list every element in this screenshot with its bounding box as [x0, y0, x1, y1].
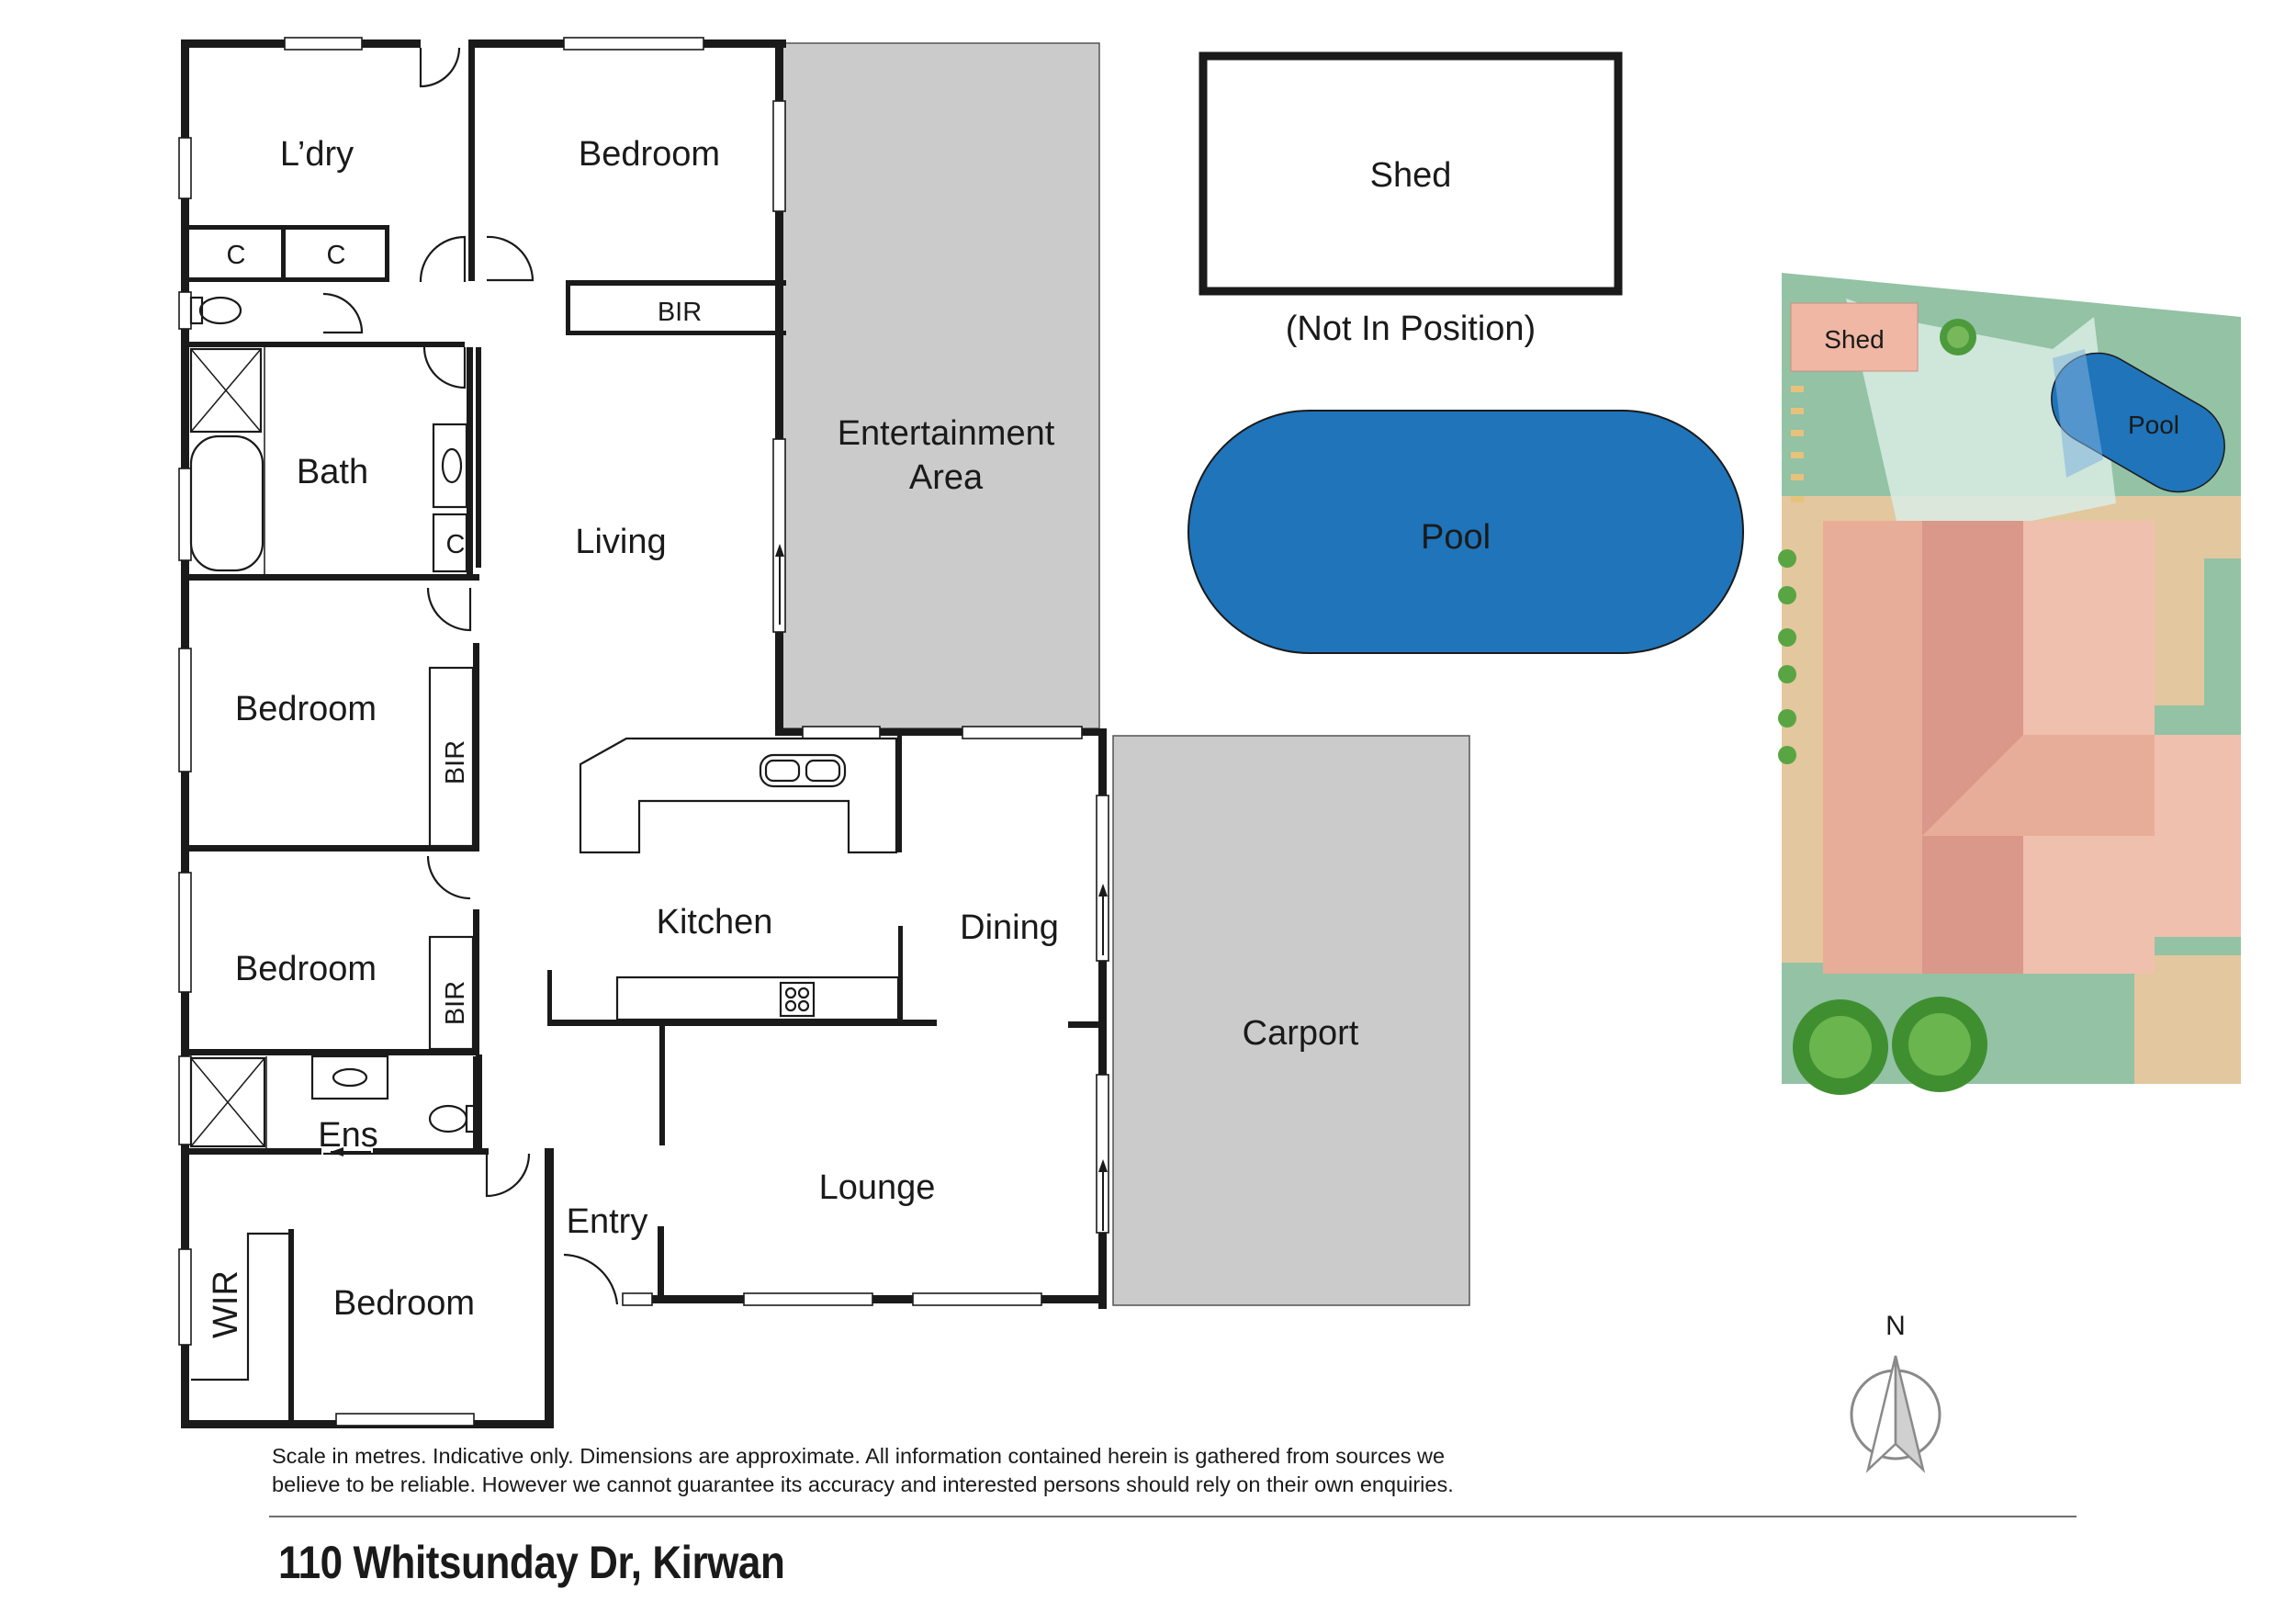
toilet-icon: [198, 296, 242, 325]
bathtub-icon: [189, 434, 264, 572]
label-cupboard: C: [446, 530, 466, 559]
label-bir: BIR: [658, 298, 702, 327]
disclaimer-line: believe to be reliable. However we canno…: [272, 1472, 1454, 1496]
door-swings: [322, 47, 619, 1305]
label-bedroom: Bedroom: [579, 135, 720, 174]
compass-icon: N: [1850, 1311, 1941, 1473]
label-bedroom: Bedroom: [235, 690, 377, 728]
label-wir: WIR: [207, 1270, 245, 1338]
label-entertainment-area: Area: [909, 458, 984, 497]
label-pool: Pool: [1421, 518, 1491, 557]
label-bir: BIR: [441, 981, 470, 1025]
cooktop-icon: [779, 981, 816, 1018]
site-plan: Shed Pool: [1778, 273, 2241, 1095]
label-bedroom: Bedroom: [235, 950, 377, 988]
label-ensuite: Ens: [318, 1116, 377, 1155]
property-address: 110 Whitsunday Dr, Kirwan: [278, 1537, 785, 1588]
label-shed: Shed: [1370, 156, 1452, 195]
compass-north-label: N: [1885, 1311, 1906, 1341]
label-bir: BIR: [441, 740, 470, 784]
label-bath: Bath: [297, 453, 368, 491]
label-living: Living: [575, 523, 666, 561]
basin-icon: [332, 1067, 368, 1088]
label-cupboard: C: [227, 241, 246, 270]
label-site-pool: Pool: [2128, 411, 2179, 439]
label-site-shed: Shed: [1824, 325, 1884, 354]
label-laundry: L’dry: [280, 135, 354, 174]
site-shed: [1790, 302, 1919, 372]
shower-icon: [189, 347, 263, 434]
sliding-door-arrows: [331, 544, 1108, 1231]
label-kitchen: Kitchen: [657, 903, 773, 942]
label-entertainment-area: Entertainment: [838, 414, 1055, 453]
label-shed-note: (Not In Position): [1286, 310, 1536, 348]
disclaimer: Scale in metres. Indicative only. Dimens…: [272, 1442, 1649, 1499]
shed-outline: [1199, 51, 1623, 296]
label-lounge: Lounge: [819, 1168, 936, 1207]
shower-icon: [189, 1056, 266, 1148]
carport-slab: [1112, 735, 1470, 1306]
divider: [269, 1516, 2077, 1517]
fixtures: [189, 296, 900, 1382]
label-carport: Carport: [1243, 1014, 1359, 1053]
basin-icon: [441, 447, 463, 484]
disclaimer-line: Scale in metres. Indicative only. Dimens…: [272, 1444, 1446, 1468]
room-labels: L’dry C C C Bedroom BIR Bath Living Ente…: [207, 135, 1359, 1338]
pool: [1187, 410, 1744, 654]
label-cupboard: C: [327, 241, 346, 270]
label-bedroom: Bedroom: [333, 1284, 475, 1323]
windows: [178, 37, 1109, 1427]
kitchen-island: [579, 737, 898, 854]
sink-icon: [759, 753, 847, 788]
entertainment-area-slab: [782, 42, 1100, 729]
label-dining: Dining: [960, 908, 1059, 947]
label-entry: Entry: [567, 1202, 648, 1241]
toilet-icon: [428, 1104, 468, 1133]
